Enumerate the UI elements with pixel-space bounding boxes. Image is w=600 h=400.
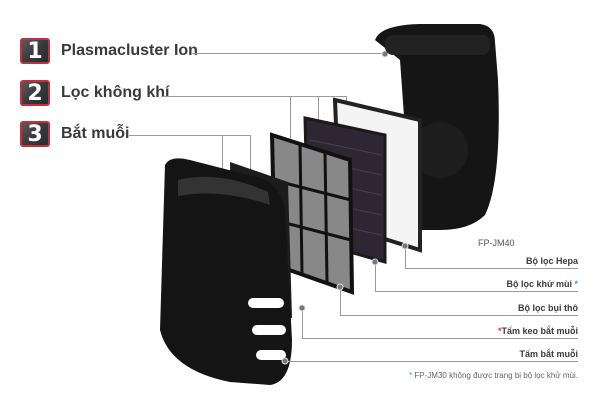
feature-label-plasmacluster: Plasmacluster Ion <box>61 42 198 59</box>
part-label-mosquito-cover: Tấm bắt muỗi <box>519 349 578 359</box>
asterisk-marker: * <box>409 371 413 380</box>
part-label-text: Tấm keo bắt muỗi <box>501 326 578 336</box>
callout-dot <box>371 258 379 266</box>
leader-hepa-h <box>405 268 578 269</box>
feature-number-badge-1: 1 <box>20 38 50 64</box>
part-label-text: Bộ lọc bụi thô <box>518 303 578 313</box>
part-label-text: Bộ lọc khử mùi <box>506 279 572 289</box>
leader-line-2-drop-b <box>318 96 319 142</box>
callout-dot <box>381 50 389 58</box>
part-label-prefilter: Bộ lọc bụi thô <box>518 303 578 313</box>
leader-cover-h <box>285 361 578 362</box>
leader-line-3-drop-b <box>250 135 251 185</box>
leader-deo-h <box>375 291 578 292</box>
part-label-sticky-sheet: *Tấm keo bắt muỗi <box>498 326 578 336</box>
part-label-text: Bộ lọc Hepa <box>525 256 578 266</box>
asterisk-marker: * <box>497 326 502 336</box>
leader-pre-h <box>340 315 578 316</box>
leader-sticky-h <box>302 338 578 339</box>
footnote-text: FP-JM30 không được trang bị bộ lọc khử m… <box>412 371 578 380</box>
part-label-hepa: Bộ lọc Hepa <box>526 256 578 266</box>
callout-dot <box>401 242 409 250</box>
leader-deo-v <box>375 262 376 291</box>
feature-label-air-filter: Lọc không khí <box>61 84 170 101</box>
callout-dot <box>336 283 344 291</box>
callout-dot <box>298 304 306 312</box>
feature-number-badge-3: 3 <box>20 121 50 147</box>
leader-line-3 <box>129 135 251 136</box>
leader-line-1 <box>191 53 385 54</box>
leader-hepa-v <box>405 246 406 268</box>
feature-number-badge-2: 2 <box>20 80 50 106</box>
callout-dot <box>281 357 289 365</box>
leader-pre-v <box>340 287 341 315</box>
feature-label-mosquito: Bắt muỗi <box>61 125 130 142</box>
part-label-deodorizing: Bộ lọc khử mùi * <box>506 279 578 289</box>
leader-sticky-v <box>302 308 303 338</box>
part-label-text: Tấm bắt muỗi <box>519 349 578 359</box>
asterisk-marker: * <box>571 279 578 289</box>
footnote: * FP-JM30 không được trang bị bộ lọc khử… <box>409 371 578 380</box>
model-label: FP-JM40 <box>478 238 515 248</box>
leader-line-2-drop-a <box>290 96 291 162</box>
leader-line-2 <box>161 96 346 97</box>
